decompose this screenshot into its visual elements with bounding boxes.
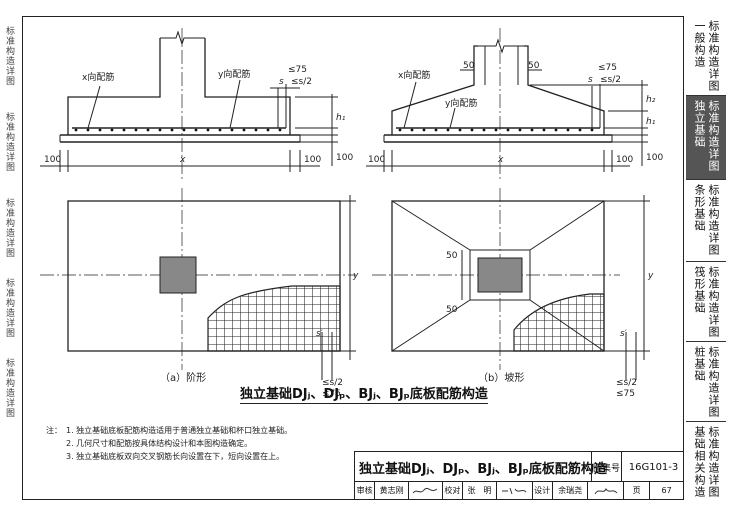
tab-general[interactable]: 标准构造详图一般构造 [686,16,726,96]
label-50: 50 [528,61,540,71]
caption-b: （b）坡形 [478,371,524,384]
page-number: 67 [650,482,684,499]
label-le-s2: ≤s/2 [291,77,312,87]
note-item: 1. 独立基础底板配筋构造适用于普通独立基础和杯口独立基础。 [66,426,293,435]
label-s-prime: s′ [316,329,323,339]
tab-isolated-foundation[interactable]: 标准构造详图独立基础 [686,96,726,180]
label-50: 50 [446,305,458,315]
atlas-number: 16G101-3 [621,452,685,482]
label-100: 100 [616,155,633,165]
label-s-prime: s′ [620,329,627,339]
notes: 注： 1. 独立基础底板配筋构造适用于普通独立基础和杯口独立基础。 2. 几何尺… [46,424,292,463]
sig-cell: 黄志刚 [375,482,410,499]
rebar-dots-b [398,128,594,132]
sig-cell: 审核 [355,482,376,499]
label-h1: h₁ [646,117,656,127]
label-100: 100 [646,153,663,163]
signature-mark [409,482,443,499]
elevation-b [366,28,648,182]
main-title: 独立基础DJⱼ、DJₚ、BJⱼ、BJₚ底板配筋构造 [240,383,488,404]
strip-label: 标准构造详图 [4,278,14,338]
label-x-rebar: x向配筋 [398,69,430,81]
label-le-s2: ≤s/2 [600,75,621,85]
title-block-title: 独立基础DJⱼ、DJₚ、BJⱼ、BJₚ底板配筋构造 [359,462,607,477]
label-x-rebar: x向配筋 [82,71,114,83]
sig-cell: 设计 [533,482,553,499]
note-item: 2. 几何尺寸和配筋按具体结构设计和本图构造确定。 [66,439,253,448]
signature-mark [497,482,533,499]
rebar-dots-a [74,128,282,132]
sig-cell: 校对 [443,482,464,499]
label-s: s [588,75,593,85]
label-h2: h₂ [646,95,656,105]
strip-label: 标准构造详图 [4,198,14,258]
left-strip: 标准构造详图 标准构造详图 标准构造详图 标准构造详图 标准构造详图 [0,16,18,500]
note-item: 3. 独立基础底板双向交叉钢筋长向设置在下，短向设置在上。 [66,452,285,461]
label-100: 100 [336,153,353,163]
drawing-frame [22,16,684,500]
column-square-a [159,256,197,294]
label-le-s2: ≤s/2 [616,378,637,388]
label-x: x [179,155,186,165]
tab-strip-foundation[interactable]: 标准构造详图条形基础 [686,180,726,262]
strip-label: 标准构造详图 [4,112,14,172]
signature-row: 审核 黄志刚 校对 张 明 设计 余瑞尧 页 67 [354,481,684,499]
label-100: 100 [368,155,385,165]
right-tab-strip: 标准构造详图一般构造 标准构造详图独立基础 标准构造详图条形基础 标准构造详图筏… [686,16,726,500]
sig-cell: 余瑞尧 [553,482,589,499]
tab-raft-foundation[interactable]: 标准构造详图筏形基础 [686,262,726,342]
label-le75: ≤75 [616,389,635,399]
label-y-rebar: y向配筋 [218,68,250,80]
plan-b [372,188,650,380]
column-square-b [477,257,523,293]
tab-related-construction[interactable]: 标准构造详图基础相关构造 [693,426,720,498]
notes-label: 注： [46,426,62,435]
label-100: 100 [44,155,61,165]
atlas-label: 图集号 [591,452,621,482]
title-block: 独立基础DJⱼ、DJₚ、BJⱼ、BJₚ底板配筋构造 图集号 16G101-3 审… [354,451,684,499]
sig-cell: 页 [624,482,651,499]
label-100: 100 [304,155,321,165]
label-y: y [647,271,654,281]
label-50: 50 [463,61,475,71]
strip-label: 标准构造详图 [4,358,14,418]
label-le75: ≤75 [322,389,341,399]
label-h1: h₁ [336,113,346,123]
caption-a: （a）阶形 [160,371,206,384]
sig-cell: 张 明 [463,482,497,499]
label-50: 50 [446,251,458,261]
elevation-a [40,28,338,182]
plan-a [40,188,356,380]
signature-mark [588,482,625,499]
label-x: x [497,155,504,165]
strip-label: 标准构造详图 [4,26,14,86]
label-le75: ≤75 [598,63,617,73]
label-y: y [352,271,359,281]
label-le75: ≤75 [288,65,307,75]
label-le-s2: ≤s/2 [322,378,343,388]
tab-pile-foundation[interactable]: 标准构造详图桩基础 [686,342,726,422]
label-y-rebar: y向配筋 [445,97,477,109]
label-s: s [279,77,284,87]
